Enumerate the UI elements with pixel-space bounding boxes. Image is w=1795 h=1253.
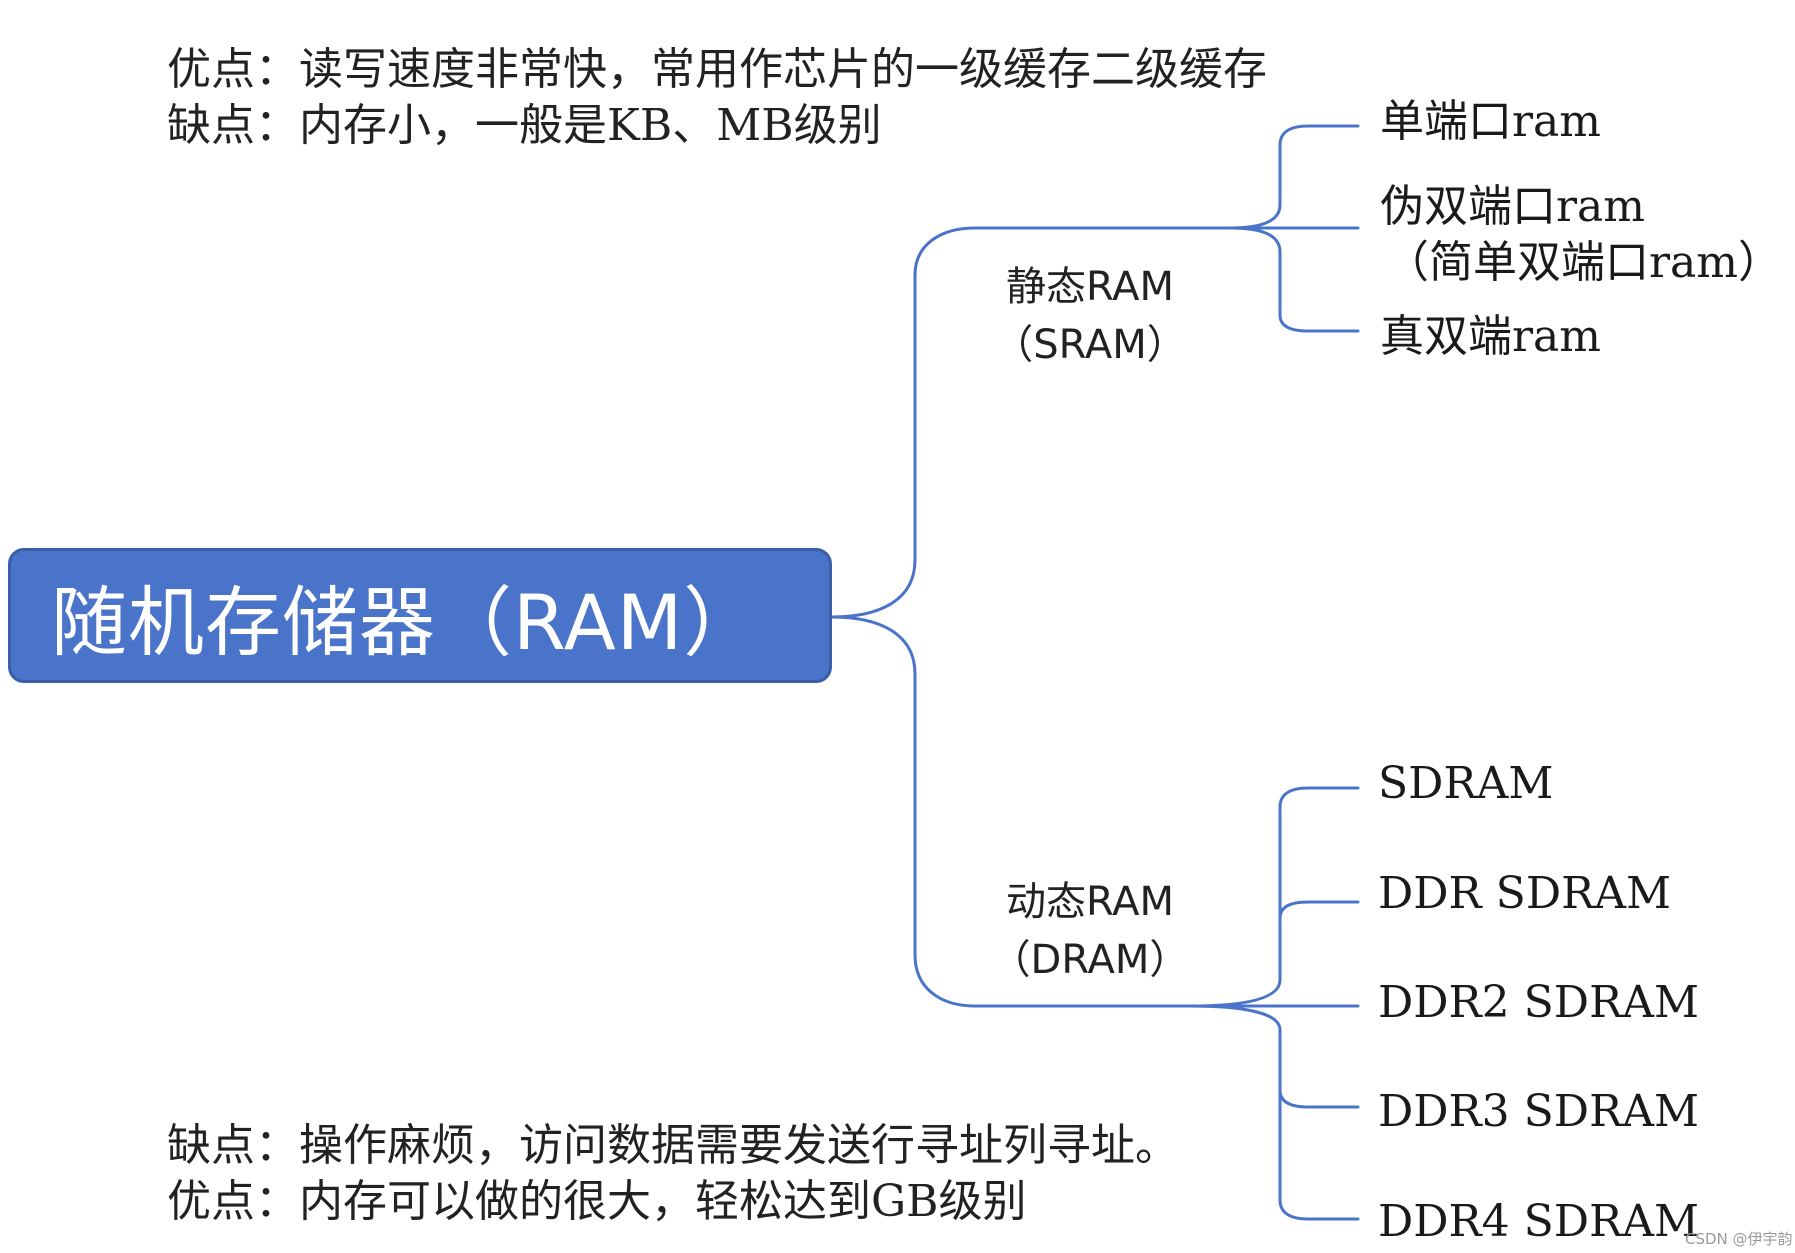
sram-branch-label-line1: 静态RAM — [1005, 264, 1175, 310]
sram-type-pseudo-dual-port-note: （简单双端口ram） — [1385, 237, 1782, 288]
connector-dram-second — [1278, 900, 1360, 920]
connector-sram-low — [1228, 226, 1360, 333]
sram-type-true-dual-port[interactable]: 真双端ram — [1380, 311, 1601, 362]
sram-branch-label-line2: （SRAM） — [993, 322, 1187, 368]
connector-dram-bottom — [1278, 1088, 1360, 1221]
dram-type-sdram[interactable]: SDRAM — [1378, 758, 1554, 809]
dram-cons-text: 缺点：操作麻烦，访问数据需要发送行寻址列寻址。 — [167, 1120, 1179, 1171]
sram-branch-label[interactable]: 静态RAM （SRAM） — [985, 258, 1195, 374]
dram-type-ddr3-sdram[interactable]: DDR3 SDRAM — [1378, 1086, 1700, 1137]
dram-type-ddr2-sdram[interactable]: DDR2 SDRAM — [1378, 977, 1700, 1028]
dram-branch-label[interactable]: 动态RAM （DRAM） — [985, 873, 1195, 989]
sram-type-pseudo-dual-port[interactable]: 伪双端口ram — [1380, 181, 1645, 232]
watermark-text: CSDN @伊宇韵 — [1685, 1230, 1793, 1248]
connector-root-to-sram — [830, 226, 1232, 619]
sram-type-single-port[interactable]: 单端口ram — [1380, 96, 1601, 147]
sram-cons-text: 缺点：内存小，一般是KB、MB级别 — [167, 100, 882, 151]
dram-pros-text: 优点：内存可以做的很大，轻松达到GB级别 — [167, 1176, 1027, 1227]
dram-type-ddr-sdram[interactable]: DDR SDRAM — [1378, 868, 1672, 919]
connector-dram-top — [1188, 786, 1360, 1008]
root-node[interactable]: 随机存储器（RAM） — [8, 548, 832, 683]
root-node-label: 随机存储器（RAM） — [51, 577, 761, 667]
connector-root-to-dram — [830, 615, 1192, 1008]
connector-sram-spine — [1228, 124, 1360, 230]
dram-type-ddr4-sdram[interactable]: DDR4 SDRAM — [1378, 1196, 1700, 1247]
connector-dram-fourth — [1188, 1004, 1360, 1109]
dram-branch-label-line1: 动态RAM — [1005, 879, 1175, 925]
dram-branch-label-line2: （DRAM） — [990, 937, 1190, 983]
sram-pros-text: 优点：读写速度非常快，常用作芯片的一级缓存二级缓存 — [167, 44, 1267, 95]
